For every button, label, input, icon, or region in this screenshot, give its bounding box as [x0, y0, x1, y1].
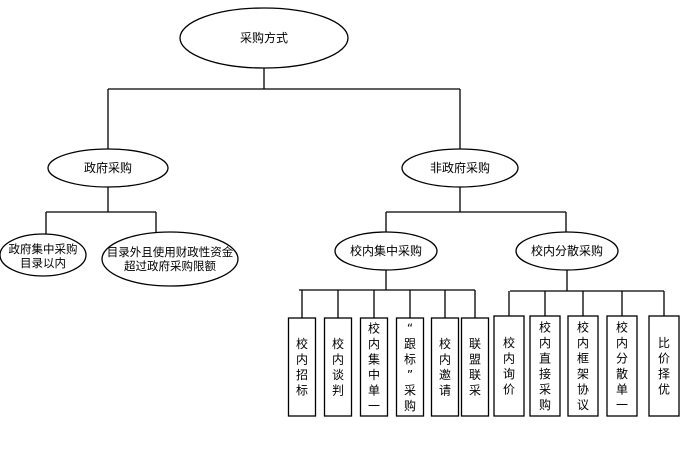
central-leaf-3-label: 校内集中单一 — [368, 320, 380, 413]
node-gov-child-2-label: 目录外且使用财政性资金超过政府采购限额 — [107, 245, 234, 273]
node-dispersed: 校内分散采购 — [515, 231, 619, 271]
central-leaf-2: 校内谈判 — [323, 317, 353, 417]
central-leaf-3: 校内集中单一 — [359, 317, 389, 417]
connectors — [45, 68, 665, 318]
leaf-nodes: 校内招标 校内谈判 校内集中单一 “跟标”采购 校内邀请 联盟联采 校内询价 校内直接采购 校内… — [287, 315, 680, 417]
node-gov-child-1-label: 政府集中采购目录以内 — [9, 242, 78, 270]
dispersed-leaf-4-label: 校内分散单一 — [616, 319, 628, 412]
central-leaf-4-label: “跟标”采购 — [404, 321, 416, 413]
node-nongov-label: 非政府采购 — [430, 160, 490, 175]
dispersed-leaf-3-label: 校内框架协议 — [577, 319, 589, 412]
node-gov: 政府采购 — [47, 148, 169, 188]
node-central-label: 校内集中采购 — [350, 243, 422, 258]
dispersed-leaf-5-label: 比价择优 — [658, 336, 670, 397]
node-central: 校内集中采购 — [334, 231, 438, 271]
node-dispersed-label: 校内分散采购 — [531, 243, 603, 258]
dispersed-leaf-2: 校内直接采购 — [529, 315, 561, 417]
node-gov-child-1: 政府集中采购目录以内 — [0, 233, 87, 277]
central-leaf-1-label: 校内招标 — [296, 336, 308, 398]
central-leaf-4: “跟标”采购 — [395, 317, 425, 417]
node-nongov: 非政府采购 — [401, 148, 519, 188]
node-gov-child-2: 目录外且使用财政性资金超过政府采购限额 — [101, 231, 239, 287]
dispersed-leaf-1-label: 校内询价 — [503, 335, 515, 397]
dispersed-leaf-5: 比价择优 — [648, 315, 680, 417]
node-gov-label: 政府采购 — [84, 160, 132, 175]
node-root: 采购方式 — [179, 7, 349, 69]
central-leaf-5: 校内邀请 — [430, 317, 460, 417]
dispersed-leaf-1: 校内询价 — [493, 315, 525, 417]
central-leaf-1: 校内招标 — [287, 317, 317, 417]
dispersed-leaf-3: 校内框架协议 — [567, 315, 599, 417]
node-root-label: 采购方式 — [240, 30, 288, 45]
dispersed-leaf-2-label: 校内直接采购 — [539, 319, 551, 412]
central-leaf-5-label: 校内邀请 — [439, 336, 451, 398]
dispersed-leaf-4: 校内分散单一 — [606, 315, 638, 417]
central-leaf-6: 联盟联采 — [460, 317, 490, 417]
central-leaf-2-label: 校内谈判 — [332, 336, 344, 398]
central-leaf-6-label: 联盟联采 — [469, 337, 481, 398]
